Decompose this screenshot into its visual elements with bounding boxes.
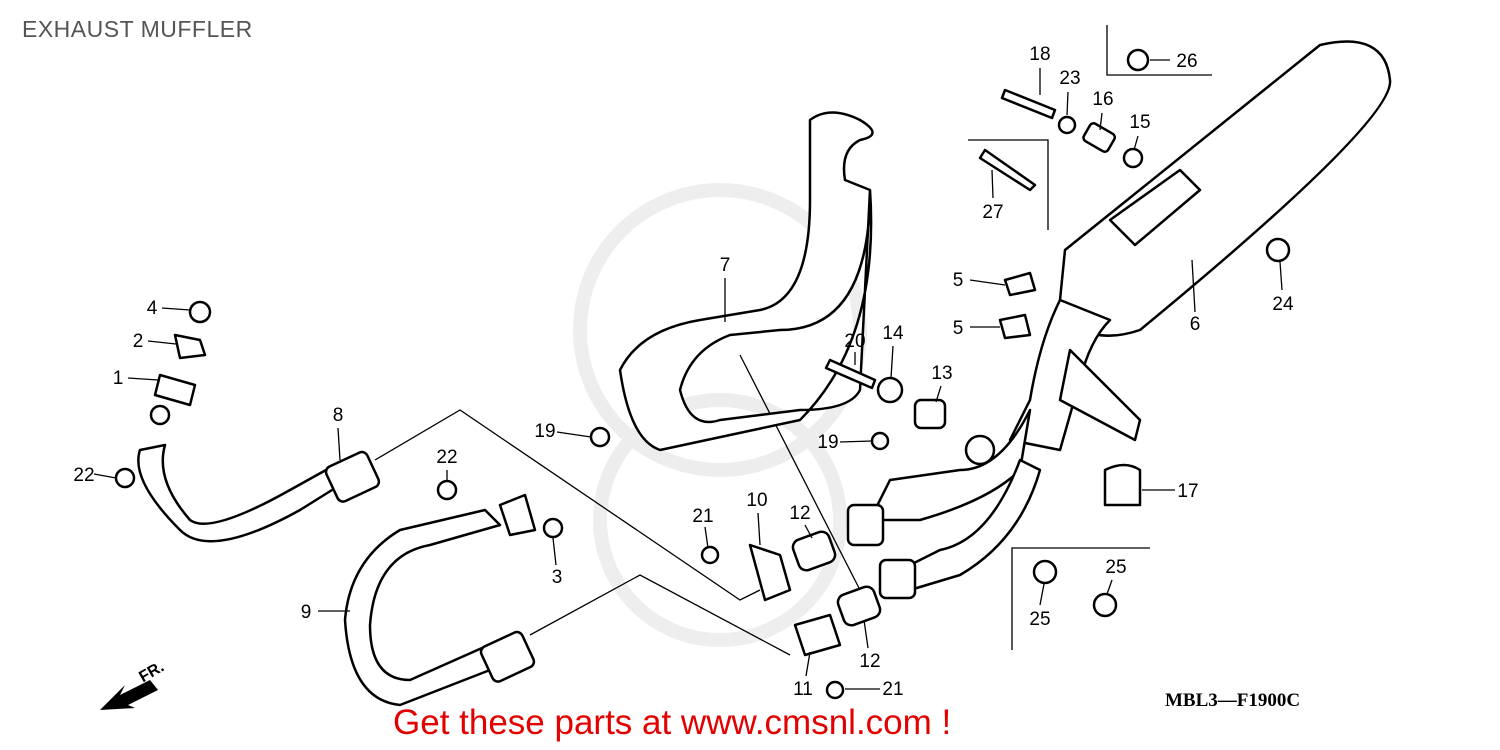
callout-leader [704, 526, 709, 549]
callout-leader [127, 377, 159, 381]
callout-12[interactable]: 12 [789, 503, 810, 524]
callout-4[interactable]: 4 [147, 298, 158, 319]
callout-5[interactable]: 5 [953, 270, 964, 291]
callout-8[interactable]: 8 [333, 405, 344, 426]
callout-10[interactable]: 10 [746, 490, 767, 511]
callout-leader [991, 169, 994, 199]
callout-leader [556, 431, 592, 438]
callout-leader [147, 340, 177, 345]
heat-shield-part-7 [618, 111, 874, 452]
front-direction-arrow: FR. [100, 658, 167, 710]
callout-leader [804, 524, 813, 539]
callout-5[interactable]: 5 [953, 318, 964, 339]
callout-14[interactable]: 14 [882, 323, 904, 344]
callout-leader [552, 537, 557, 566]
callout-leader [1099, 112, 1103, 131]
callout-19[interactable]: 19 [534, 421, 555, 442]
callout-leader [1133, 135, 1139, 151]
callout-21[interactable]: 21 [882, 679, 903, 700]
callout-22[interactable]: 22 [73, 465, 94, 486]
callout-18[interactable]: 18 [1029, 44, 1050, 65]
callout-3[interactable]: 3 [552, 567, 563, 588]
callout-leader [161, 307, 191, 311]
collector-pipe [846, 408, 1042, 600]
callout-16[interactable]: 16 [1092, 89, 1113, 110]
callout-leader [935, 385, 942, 403]
callout-24[interactable]: 24 [1272, 294, 1294, 315]
callout-23[interactable]: 23 [1059, 68, 1080, 89]
callout-leader [757, 512, 761, 546]
front-label: FR. [136, 658, 167, 686]
callout-11[interactable]: 11 [793, 679, 813, 700]
small-parts [114, 48, 1291, 700]
callout-19[interactable]: 19 [817, 432, 838, 453]
callout-leader [1191, 259, 1196, 313]
callout-25[interactable]: 25 [1029, 609, 1050, 630]
callout-21[interactable]: 21 [692, 506, 713, 527]
callout-12[interactable]: 12 [859, 651, 880, 672]
callout-9[interactable]: 9 [301, 602, 312, 623]
callout-25[interactable]: 25 [1105, 557, 1126, 578]
callout-leader [1106, 579, 1113, 595]
callout-26[interactable]: 26 [1176, 51, 1197, 72]
exhaust-pipe-8 [137, 443, 342, 543]
footer-link[interactable]: Get these parts at www.cmsnl.com ! [393, 703, 952, 742]
muffler-part-6 [1008, 40, 1392, 452]
assembly-lines [374, 25, 1212, 656]
callout-15[interactable]: 15 [1129, 112, 1150, 133]
callout-2[interactable]: 2 [133, 331, 144, 352]
callout-leader [839, 440, 873, 443]
callout-20[interactable]: 20 [844, 331, 865, 352]
callout-leader [1039, 583, 1045, 606]
callout-1[interactable]: 1 [113, 368, 124, 389]
callout-13[interactable]: 13 [931, 363, 952, 384]
diagram-code: MBL3—F1900C [1165, 690, 1301, 711]
callout-27[interactable]: 27 [982, 202, 1003, 223]
callout-leader [805, 651, 811, 677]
callout-leader [969, 279, 1006, 286]
exhaust-pipe-9 [343, 508, 502, 707]
callout-22[interactable]: 22 [436, 447, 457, 468]
callout-leader [890, 345, 894, 379]
page-title: EXHAUST MUFFLER [22, 16, 253, 42]
callout-leader [1066, 91, 1069, 116]
callout-leader [337, 427, 341, 461]
callout-leader [1279, 261, 1283, 291]
callout-6[interactable]: 6 [1190, 314, 1201, 335]
callout-7[interactable]: 7 [720, 255, 731, 276]
callout-17[interactable]: 17 [1177, 481, 1198, 502]
callout-leader [93, 473, 117, 479]
callout-leader [863, 619, 869, 649]
